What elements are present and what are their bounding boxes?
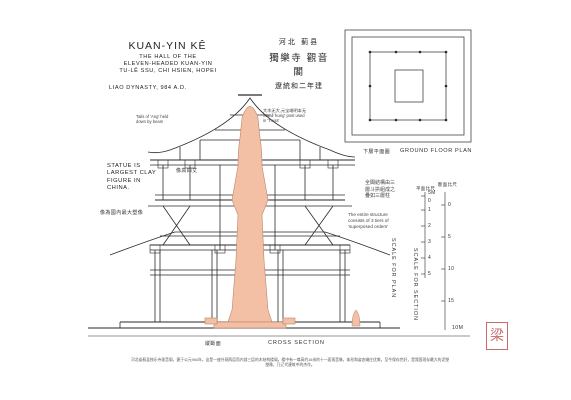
diagram-subtitle: THE HALL OF THE ELEVEN-HEADED KUAN-YIN T… <box>119 54 217 75</box>
caption-text: 河北省蓟县独乐寺观音阁，建于公元984年。这是一座外观两层而内部三层的木结构楼阁… <box>130 358 450 368</box>
artist-seal: 梁 <box>486 322 508 350</box>
section-tick: 15 <box>448 298 455 304</box>
diagram-title: KUAN-YIN KÊ <box>128 40 207 52</box>
cross-section-label: CROSS SECTION <box>268 340 325 346</box>
kuan-yin-statue <box>204 105 296 329</box>
plan-label-cn: 下層平面圖 <box>363 149 391 155</box>
section-tick: 10 <box>448 266 455 272</box>
plan-label: GROUND FLOOR PLAN <box>400 148 473 154</box>
attendant-figure <box>351 309 361 327</box>
chinese-title-name: 獨樂寺 觀音閣 <box>269 53 329 78</box>
section-tick: 0 <box>448 202 452 208</box>
plan-tick: 0 <box>428 198 432 204</box>
note-structure-en: The entire structure consists of 3 tiers… <box>348 212 389 229</box>
plan-tick: 4 <box>428 255 432 261</box>
dynasty-date: LIAO DYNASTY, 984 A.D. <box>109 85 187 91</box>
scale-plan-label-cn: 平面比尺 <box>416 186 436 191</box>
scale-section-label-cn: 斷面比尺 <box>438 182 458 187</box>
note-statue-height-cn: 像高四丈 <box>176 168 198 174</box>
plan-tick: 3 <box>428 239 432 245</box>
plan-tick: 5M <box>428 190 436 196</box>
cross-section-label-cn: 縱斷面 <box>205 341 222 347</box>
section-scale-end: 10M <box>452 325 464 331</box>
plan-tick: 2 <box>428 223 432 229</box>
scale-section-label: SCALE FOR SECTION <box>412 248 418 322</box>
note-kung-post: 大木无大,元宝端明本无 Small 'kung' post used in 'T… <box>263 108 307 123</box>
chinese-title: 河北 蓟县 獨樂寺 觀音閣 遼統和二年建 <box>265 37 333 91</box>
note-structure-cn: 全閣結構由三 層斗拱組成之 疊如三層柱 <box>365 180 396 199</box>
scale-plan-label: SCALE FOR PLAN <box>390 238 396 299</box>
note-ang-tail: Tails of 'Ang' held down by beam <box>136 114 169 124</box>
upper-roof-right <box>169 97 356 158</box>
chinese-title-location: 河北 蓟县 <box>278 38 320 46</box>
plan-tick: 5 <box>428 271 432 277</box>
section-tick: 5 <box>448 234 452 240</box>
upper-roof-left <box>147 149 171 154</box>
ground-floor-plan <box>344 29 472 143</box>
chinese-title-date: 遼統和二年建 <box>275 82 323 90</box>
statue-note: STATUE IS LARGEST CLAY FIGURE IN CHINA. <box>107 163 157 192</box>
note-statue-largest-cn: 像為國內最大塑像 <box>100 210 144 216</box>
plan-tick: 1 <box>428 207 432 213</box>
